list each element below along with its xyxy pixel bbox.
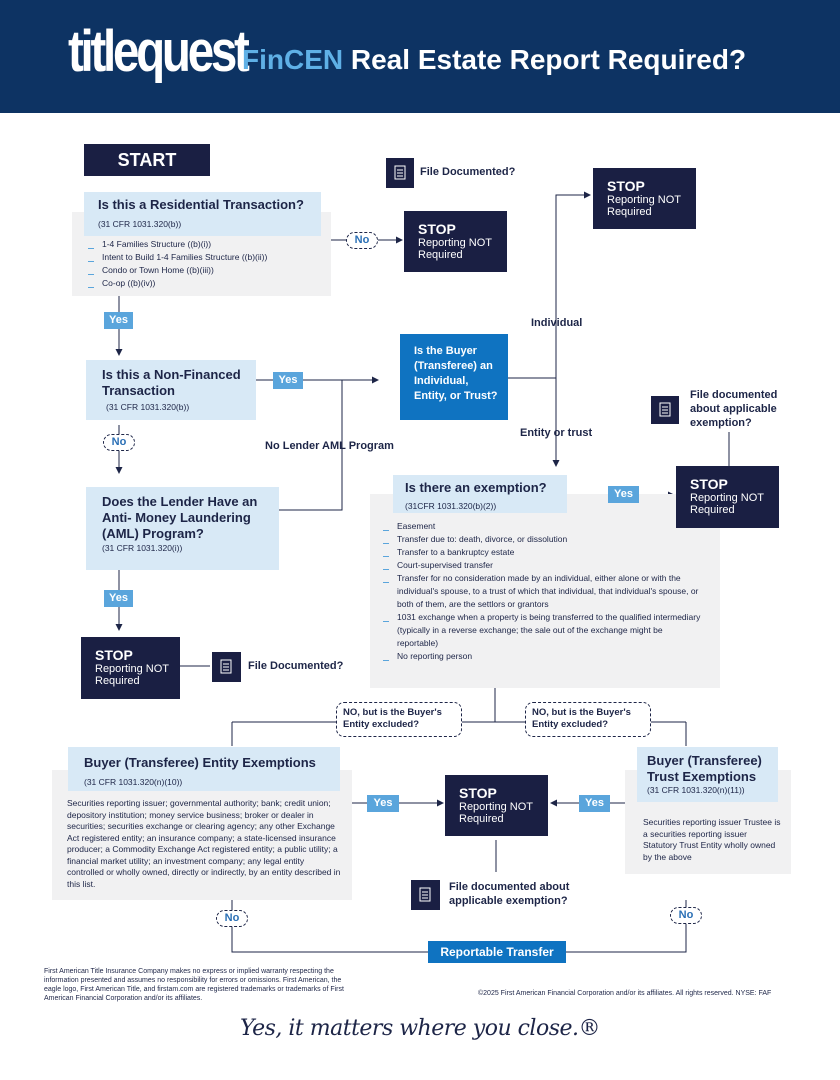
q5-title: Is there an exemption? [405,480,547,495]
entity-exemptions-title-box: Buyer (Transferee) Entity Exemptions (31… [68,747,340,791]
list-item: Transfer for no consideration made by an… [383,572,701,611]
list-item: No reporting person [383,650,701,663]
list-item: Easement [383,520,701,533]
trust-exemptions-text: Securities reporting issuer Trustee is a… [643,817,781,862]
stop-heading: STOP [690,476,728,492]
stop-text: Reporting NOT Required [607,194,681,218]
stop-box-aml: STOP Reporting NOT Required [81,637,180,699]
q1-list: 1-4 Families Structure ((b)(i)) Intent t… [88,238,328,290]
q5-title-box: Is there an exemption? (31CFR 1031.320(b… [393,475,567,513]
q4-title: Is the Buyer (Transferee) an Individual,… [414,345,498,402]
list-item: Condo or Town Home ((b)(iii)) [88,264,328,277]
q3-title: Does the Lender Have an Anti- Money Laun… [102,494,258,541]
document-icon [651,396,679,424]
list-item: Transfer to a bankruptcy estate [383,546,701,559]
q2-title-box: Is this a Non-Financed Transaction (31 C… [86,360,256,420]
file-documented-exemption-label: File documented about applicable exempti… [449,881,570,907]
q4-buyer-type-box: Is the Buyer (Transferee) an Individual,… [400,334,508,420]
list-item: Intent to Build 1-4 Families Structure (… [88,251,328,264]
stop-box-residential: STOP Reporting NOT Required [404,211,507,272]
trust-exemptions-cite: (31 CFR 1031.320(n)(11)) [647,785,745,795]
stop-heading: STOP [95,647,133,663]
stop-text: Reporting NOT Required [418,237,492,261]
trust-yes-label: Yes [579,795,610,812]
file-documented-label: File Documented? [420,166,516,178]
stop-text: Reporting NOT Required [690,492,764,516]
copyright-text: ©2025 First American Financial Corporati… [478,990,772,997]
q5-details-panel [370,494,720,688]
trust-no-pill: No [670,907,702,924]
file-documented-label: File Documented? [248,660,344,672]
stop-box-exemption: STOP Reporting NOT Required [676,466,779,528]
list-item: 1031 exchange when a property is being t… [383,611,701,650]
trust-exemptions-title-box: Buyer (Transferee) Trust Exemptions (31 … [637,747,778,802]
q2-no-pill: No [103,434,135,451]
q2-title: Is this a Non-Financed Transaction [102,367,241,398]
entity-no-pill: No [216,910,248,927]
entity-yes-label: Yes [367,795,399,812]
title-highlight: FinCEN [242,44,344,75]
titlequest-logo: titlequest [68,19,250,84]
list-item: Court-supervised transfer [383,559,701,572]
q5-yes-label: Yes [608,486,639,503]
document-icon [386,158,414,188]
document-icon [212,652,241,682]
q2-yes-label: Yes [273,372,303,389]
entity-exemptions-cite: (31 CFR 1031.320(n)(10)) [84,777,183,787]
q5-list: Easement Transfer due to: death, divorce… [383,520,701,663]
no-but-entity-pill-left: NO, but is the Buyer's Entity excluded? [336,702,462,737]
stop-heading: STOP [459,785,497,801]
disclaimer-text: First American Title Insurance Company m… [44,968,344,1002]
q3-cite: (31 CFR 1031.320(i)) [102,543,183,553]
reportable-transfer-box: Reportable Transfer [428,941,566,963]
q3-title-box: Does the Lender Have an Anti- Money Laun… [86,487,279,570]
q1-title-box: Is this a Residential Transaction? (31 C… [84,192,321,236]
entity-exemptions-text: Securities reporting issuer; governmenta… [67,798,341,889]
no-but-entity-pill-right: NO, but is the Buyer's Entity excluded? [525,702,651,737]
q1-no-pill: No [346,232,378,249]
document-icon [411,880,440,910]
header-banner [0,0,840,113]
stop-heading: STOP [418,221,456,237]
q2-cite: (31 CFR 1031.320(b)) [106,402,190,412]
tagline: Yes, it matters where you close.® [239,1016,601,1041]
stop-box-individual: STOP Reporting NOT Required [593,168,696,229]
stop-text: Reporting NOT Required [95,663,169,687]
page-title: FinCEN Real Estate Report Required? [242,42,746,78]
file-documented-exemption-label: File documented about applicable exempti… [690,389,778,429]
q3-yes-label: Yes [104,590,133,607]
title-rest: Real Estate Report Required? [350,44,747,75]
q1-title: Is this a Residential Transaction? [98,197,304,212]
stop-text: Reporting NOT Required [459,801,533,825]
entity-exemptions-title: Buyer (Transferee) Entity Exemptions [84,755,316,770]
trust-exemptions-title: Buyer (Transferee) Trust Exemptions [647,753,762,784]
individual-label: Individual [531,317,583,329]
entity-or-trust-label: Entity or trust [520,427,593,439]
stop-box-central: STOP Reporting NOT Required [445,775,548,836]
start-box: START [84,144,210,176]
entity-exemptions-panel [52,770,352,900]
no-lender-aml-label: No Lender AML Program [265,440,394,452]
list-item: 1-4 Families Structure ((b)(i)) [88,238,328,251]
list-item: Co-op ((b)(iv)) [88,277,328,290]
q1-yes-label: Yes [104,312,133,329]
list-item: Transfer due to: death, divorce, or diss… [383,533,701,546]
q1-cite: (31 CFR 1031.320(b)) [98,219,182,229]
q5-cite: (31CFR 1031.320(b)(2)) [405,501,497,511]
stop-heading: STOP [607,178,645,194]
